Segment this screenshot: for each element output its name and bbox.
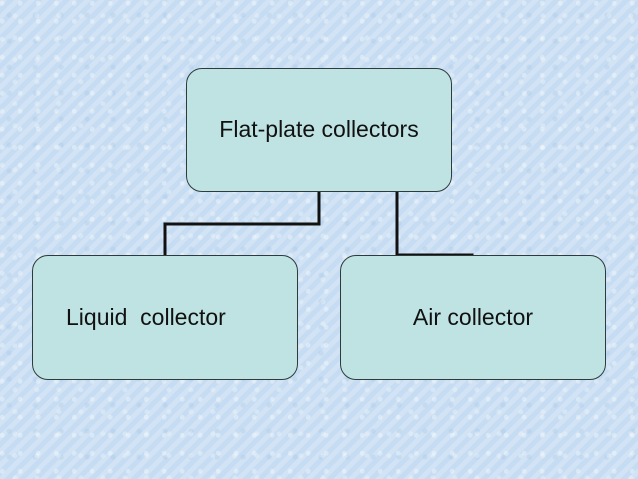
root-node-flat-plate-collectors: Flat-plate collectors bbox=[186, 68, 452, 192]
connector-to-liquid-collector bbox=[163, 190, 321, 257]
child-node-air-collector: Air collector bbox=[340, 255, 606, 380]
child-node-liquid-collector: Liquid collector bbox=[32, 255, 298, 380]
connector-to-air-collector bbox=[395, 190, 474, 257]
